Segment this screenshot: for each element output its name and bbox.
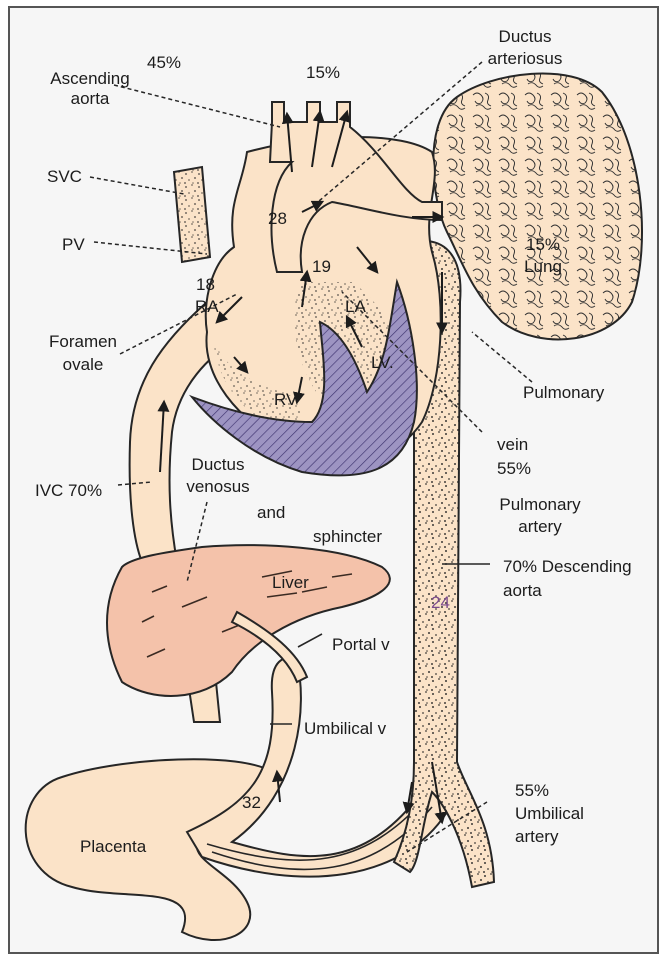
lung-label: Lung [524, 258, 562, 275]
umbilical-artery-label-1: Umbilical [515, 805, 584, 822]
ascending-aorta-label-1: Ascending [50, 70, 129, 87]
arch-percent: 15% [306, 64, 340, 81]
ivc-label: IVC 70% [35, 482, 102, 499]
value-19: 19 [312, 258, 331, 275]
lv-label: LV. [371, 354, 394, 371]
and-label: and [257, 504, 285, 521]
sphincter-label: sphincter [313, 528, 382, 545]
value-18: 18 [196, 276, 215, 293]
rv-label: RV [274, 391, 297, 408]
lung-percent: 15% [526, 236, 560, 253]
placenta-label: Placenta [80, 838, 146, 855]
umbilical-artery-percent: 55% [515, 782, 549, 799]
pulmonary-artery-label-1: Pulmonary [499, 496, 580, 513]
foramen-ovale-label-2: ovale [63, 356, 104, 373]
descending-aorta-label-1: 70% Descending [503, 558, 632, 575]
superior-vena-cava [174, 167, 210, 262]
umbilical-artery-label-2: artery [515, 828, 558, 845]
la-label: LA [345, 298, 366, 315]
foramen-ovale-label-1: Foramen [49, 333, 117, 350]
svc-label: SVC [47, 168, 82, 185]
value-24: 24 [431, 594, 450, 611]
ductus-arteriosus-label-1: Ductus [499, 28, 552, 45]
ascending-aorta-label-2: aorta [71, 90, 110, 107]
ascending-aorta-percent: 45% [147, 54, 181, 71]
descending-aorta-label-2: aorta [503, 582, 542, 599]
diagram-frame: 45% Ascending aorta 15% Ductus arteriosu… [8, 6, 659, 954]
value-28: 28 [268, 210, 287, 227]
vein-percent: 55% [497, 460, 531, 477]
ductus-venosus-label-1: Ductus [192, 456, 245, 473]
value-32: 32 [242, 794, 261, 811]
pulmonary-artery-label-2: artery [518, 518, 561, 535]
ductus-arteriosus-label-2: arteriosus [488, 50, 563, 67]
portal-v-label: Portal v [332, 636, 390, 653]
vein-label: vein [497, 436, 528, 453]
ra-label: RA [195, 298, 219, 315]
ductus-venosus-label-2: venosus [186, 478, 249, 495]
pv-label: PV [62, 236, 85, 253]
umbilical-v-label: Umbilical v [304, 720, 386, 737]
pulmonary-vein-label: Pulmonary [523, 384, 604, 401]
lung [433, 73, 642, 339]
liver-label: Liver [272, 574, 309, 591]
